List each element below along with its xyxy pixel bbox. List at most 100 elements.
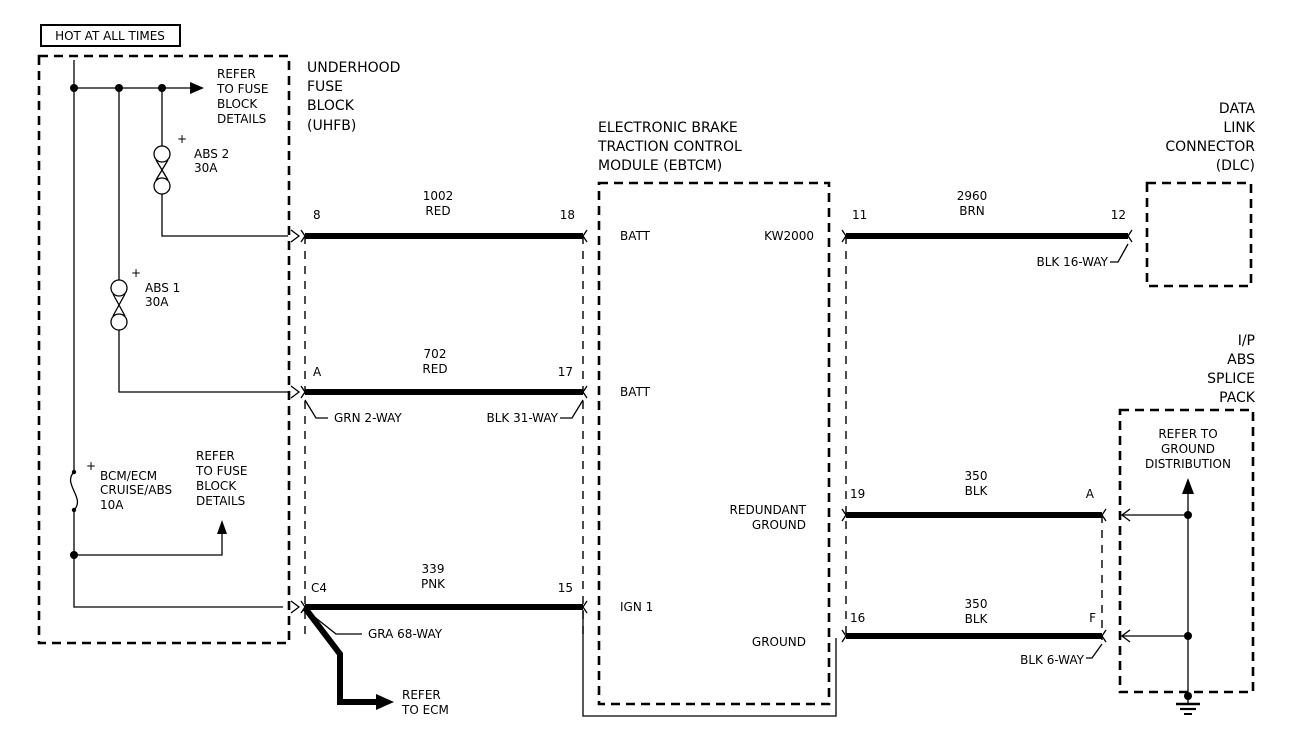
ground-icon bbox=[1176, 696, 1200, 715]
svg-text:2960: 2960 bbox=[957, 189, 988, 203]
splice-pack-title: I/P ABS SPLICE PACK bbox=[1207, 333, 1256, 406]
splice-pack-box bbox=[1118, 408, 1255, 694]
ebtcm-title: ELECTRONIC BRAKE TRACTION CONTROL MODULE… bbox=[597, 120, 742, 174]
svg-text:ABS 1: ABS 1 bbox=[145, 281, 180, 295]
svg-text:+: + bbox=[177, 132, 187, 146]
connector-mark bbox=[841, 508, 847, 522]
svg-text:BRN: BRN bbox=[959, 204, 985, 218]
connector-mark bbox=[300, 229, 306, 243]
uhfb-box bbox=[37, 54, 291, 645]
svg-text:8: 8 bbox=[313, 208, 321, 222]
svg-text:PACK: PACK bbox=[1219, 390, 1256, 406]
svg-text:IGN 1: IGN 1 bbox=[620, 600, 653, 614]
svg-text:HOT AT ALL TIMES: HOT AT ALL TIMES bbox=[55, 29, 165, 43]
uhfb-title: UNDERHOOD FUSE BLOCK (UHFB) bbox=[307, 60, 400, 134]
connector-mark bbox=[1127, 229, 1133, 243]
svg-text:15: 15 bbox=[558, 581, 573, 595]
svg-text:30A: 30A bbox=[145, 295, 169, 309]
svg-text:BATT: BATT bbox=[620, 229, 651, 243]
fuse-bcm-icon bbox=[68, 469, 80, 513]
refer-top-arrow bbox=[190, 82, 204, 94]
abs1-to-pinA bbox=[118, 330, 288, 393]
svg-text:BLK: BLK bbox=[965, 612, 989, 626]
svg-text:RED: RED bbox=[422, 362, 447, 376]
connector-mark bbox=[300, 385, 306, 399]
grn-2way-leader bbox=[304, 399, 328, 419]
connector-mark bbox=[841, 629, 847, 643]
svg-text:ABS 2: ABS 2 bbox=[194, 147, 229, 161]
gra-68way-leader bbox=[311, 614, 362, 635]
refer-fuse-details-top: REFER TO FUSE BLOCK DETAILS bbox=[216, 67, 268, 126]
svg-text:A: A bbox=[313, 365, 322, 379]
dlc-title: DATA LINK CONNECTOR (DLC) bbox=[1165, 101, 1255, 174]
connector-mark bbox=[582, 600, 588, 614]
svg-text:30A: 30A bbox=[194, 161, 218, 175]
svg-text:A: A bbox=[1086, 487, 1095, 501]
svg-text:BLK: BLK bbox=[965, 484, 989, 498]
svg-text:16: 16 bbox=[850, 611, 865, 625]
svg-text:GROUND: GROUND bbox=[752, 518, 806, 532]
svg-text:CONNECTOR: CONNECTOR bbox=[1165, 139, 1255, 155]
svg-text:I/P: I/P bbox=[1238, 333, 1255, 349]
arrow-pinA bbox=[290, 385, 301, 399]
svg-text:CRUISE/ABS: CRUISE/ABS bbox=[100, 483, 172, 497]
svg-text:19: 19 bbox=[850, 487, 865, 501]
uhfb-main-bus bbox=[73, 60, 283, 608]
svg-text:DATA: DATA bbox=[1219, 101, 1255, 117]
svg-text:1002: 1002 bbox=[423, 189, 454, 203]
connector-mark bbox=[1101, 508, 1107, 522]
svg-text:DETAILS: DETAILS bbox=[196, 494, 245, 508]
svg-text:BLOCK: BLOCK bbox=[196, 479, 237, 493]
blk-6way-leader bbox=[1086, 643, 1103, 659]
junction-dot bbox=[1184, 632, 1192, 640]
svg-text:KW2000: KW2000 bbox=[764, 229, 814, 243]
svg-text:+: + bbox=[86, 459, 96, 473]
fuse-abs2-icon bbox=[153, 145, 171, 195]
svg-text:BLK 31-WAY: BLK 31-WAY bbox=[486, 411, 558, 425]
fuse-abs1-icon bbox=[110, 279, 128, 331]
arrow-pinC4 bbox=[290, 600, 301, 614]
svg-text:F: F bbox=[1089, 611, 1096, 625]
refer-bottom-arrow bbox=[217, 520, 227, 534]
svg-text:350: 350 bbox=[965, 469, 988, 483]
svg-text:DETAILS: DETAILS bbox=[217, 112, 266, 126]
svg-text:12: 12 bbox=[1111, 208, 1126, 222]
svg-text:GROUND: GROUND bbox=[1161, 442, 1215, 456]
ebtcm-ground-wrap bbox=[582, 610, 837, 717]
svg-text:339: 339 bbox=[422, 562, 445, 576]
connector-mark bbox=[582, 229, 588, 243]
svg-text:(UHFB): (UHFB) bbox=[307, 118, 356, 134]
junction-dot bbox=[1184, 511, 1192, 519]
wire-to-ecm bbox=[302, 606, 378, 705]
bcm-refer-wire bbox=[74, 534, 223, 556]
svg-text:TO FUSE: TO FUSE bbox=[216, 82, 268, 96]
connector-mark bbox=[300, 600, 306, 614]
svg-text:ELECTRONIC BRAKE: ELECTRONIC BRAKE bbox=[598, 120, 738, 136]
junction-dot bbox=[70, 84, 78, 92]
svg-text:BLK 6-WAY: BLK 6-WAY bbox=[1020, 653, 1085, 667]
svg-text:REFER: REFER bbox=[402, 688, 441, 702]
refer-ground-distribution: REFER TO GROUND DISTRIBUTION bbox=[1145, 427, 1231, 471]
svg-text:LINK: LINK bbox=[1223, 120, 1255, 136]
blk-16way-leader bbox=[1110, 243, 1129, 263]
svg-text:BLOCK: BLOCK bbox=[307, 98, 355, 114]
arrow-splice-a bbox=[1120, 508, 1131, 522]
svg-text:+: + bbox=[131, 266, 141, 280]
refer-ecm-arrow bbox=[376, 694, 394, 710]
svg-text:TO FUSE: TO FUSE bbox=[195, 464, 247, 478]
svg-text:BLK 16-WAY: BLK 16-WAY bbox=[1036, 255, 1108, 269]
svg-text:TRACTION CONTROL: TRACTION CONTROL bbox=[597, 139, 742, 155]
svg-text:GROUND: GROUND bbox=[752, 635, 806, 649]
svg-text:BATT: BATT bbox=[620, 385, 651, 399]
connector-mark bbox=[841, 229, 847, 243]
dlc-box bbox=[1145, 181, 1253, 288]
svg-text:UNDERHOOD: UNDERHOOD bbox=[307, 60, 400, 76]
svg-text:18: 18 bbox=[560, 208, 575, 222]
svg-text:C4: C4 bbox=[311, 581, 327, 595]
svg-text:TO ECM: TO ECM bbox=[401, 703, 449, 717]
svg-text:REFER: REFER bbox=[217, 67, 256, 81]
ebtcm-box bbox=[597, 181, 831, 706]
svg-text:DISTRIBUTION: DISTRIBUTION bbox=[1145, 457, 1231, 471]
ground-distribution-arrow bbox=[1182, 478, 1194, 494]
